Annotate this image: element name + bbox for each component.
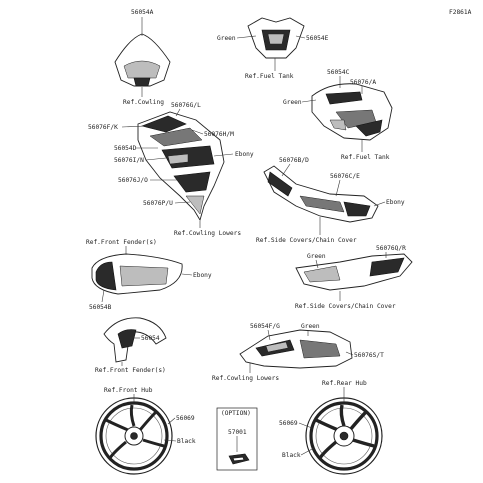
label-56054c: 56054C bbox=[327, 69, 350, 76]
label-56076in: 56076I/N bbox=[114, 157, 144, 164]
label-ref-side-covers-2: Ref.Side Covers/Chain Cover bbox=[295, 303, 396, 310]
leader-56076gl bbox=[175, 108, 181, 117]
label-56069-front: 56069 bbox=[176, 415, 195, 422]
label-green-tail: Green bbox=[307, 253, 326, 260]
label-green-top: Green bbox=[217, 35, 236, 42]
label-56054d: 56054D bbox=[114, 145, 137, 152]
tank-top-part[interactable] bbox=[247, 17, 305, 59]
leader-56076st bbox=[345, 351, 354, 356]
leader-56069-rear bbox=[298, 422, 313, 429]
option-tool-part[interactable] bbox=[228, 453, 250, 465]
label-ref-side-covers-1: Ref.Side Covers/Chain Cover bbox=[256, 237, 357, 244]
cowling-part[interactable] bbox=[137, 111, 225, 222]
label-green-tank: Green bbox=[283, 99, 302, 106]
label-56069-rear: 56069 bbox=[279, 420, 298, 427]
label-black-rear: Black bbox=[282, 452, 301, 459]
side-cover-part[interactable] bbox=[263, 165, 379, 223]
label-ebony-side: Ebony bbox=[386, 199, 405, 206]
label-56054b: 56054B bbox=[89, 304, 112, 311]
front-wheel-part[interactable] bbox=[95, 397, 173, 475]
leader-56076ce bbox=[335, 179, 341, 197]
label-ref-cowling-lowers-2: Ref.Cowling Lowers bbox=[212, 375, 279, 382]
windshield-part[interactable] bbox=[114, 33, 171, 87]
label-black-front: Black bbox=[177, 438, 196, 445]
leader-56076fk bbox=[121, 125, 147, 128]
label-56076st: 56076S/T bbox=[354, 352, 384, 359]
label-ref-cowling-1: Ref.Cowling bbox=[123, 99, 164, 106]
label-56054e: 56054E bbox=[306, 35, 329, 42]
tail-cowl-part[interactable] bbox=[295, 253, 413, 291]
leader-black-front bbox=[163, 439, 177, 442]
label-ebony-cowl: Ebony bbox=[235, 151, 254, 158]
label-56076jo: 56076J/O bbox=[118, 177, 148, 184]
leader-ebony-side bbox=[373, 201, 386, 207]
leader-ebony-cowl bbox=[213, 153, 234, 157]
leader-56076bd bbox=[281, 163, 291, 177]
label-56076bd: 56076B/D bbox=[279, 157, 309, 164]
label-ref-front-fender-1: Ref.Front Fender(s) bbox=[86, 239, 157, 246]
label-56054fg: 56054F/G bbox=[250, 323, 280, 330]
leader-56076hm bbox=[191, 129, 204, 135]
leader-green-top bbox=[236, 35, 257, 39]
cowling-lower-part[interactable] bbox=[239, 329, 353, 369]
label-57001: 57001 bbox=[228, 429, 247, 436]
label-56076ce: 56076C/E bbox=[330, 173, 360, 180]
diagram-code: F2861A bbox=[449, 9, 472, 16]
label-ref-cowling-lowers-1: Ref.Cowling Lowers bbox=[174, 230, 241, 237]
label-56076hm: 56076H/M bbox=[204, 131, 234, 138]
label-56054a: 56054A bbox=[131, 9, 154, 16]
label-56054: 56054 bbox=[141, 335, 160, 342]
leader-56076pu bbox=[174, 201, 191, 204]
label-56076fk: 56076F/K bbox=[88, 124, 118, 131]
label-ref-fuel-tank-1: Ref.Fuel Tank bbox=[245, 73, 294, 80]
leader-56054e bbox=[295, 35, 306, 39]
label-ref-front-hub: Ref.Front Hub bbox=[104, 387, 153, 394]
label-56076qr: 56076Q/R bbox=[376, 245, 406, 252]
leader-56054fg bbox=[267, 329, 271, 341]
leader-56069-front bbox=[167, 417, 176, 425]
front-fender-side-part[interactable] bbox=[103, 317, 167, 363]
label-green-lower: Green bbox=[301, 323, 320, 330]
label-ebony-fender: Ebony bbox=[193, 272, 212, 279]
label-56076gl: 56076G/L bbox=[171, 102, 201, 109]
label-ref-front-fender-2: Ref.Front Fender(s) bbox=[95, 367, 166, 374]
leader-black-rear bbox=[300, 447, 315, 456]
label-56076pu: 56076P/U bbox=[143, 200, 173, 207]
leader-ebony-fender bbox=[181, 273, 193, 276]
front-fender-top-part[interactable] bbox=[91, 253, 183, 295]
leader-56076in bbox=[145, 157, 167, 161]
leader-56054b bbox=[101, 289, 105, 303]
label-option: (OPTION) bbox=[221, 410, 251, 417]
tank-side-part[interactable] bbox=[311, 83, 393, 141]
label-56076a: 56076/A bbox=[350, 79, 376, 86]
rear-wheel-part[interactable] bbox=[305, 397, 383, 475]
leader-green-tank bbox=[301, 99, 317, 103]
label-ref-rear-hub: Ref.Rear Hub bbox=[322, 380, 367, 387]
leader-green-tail bbox=[315, 259, 319, 269]
label-ref-fuel-tank-2: Ref.Fuel Tank bbox=[341, 154, 390, 161]
